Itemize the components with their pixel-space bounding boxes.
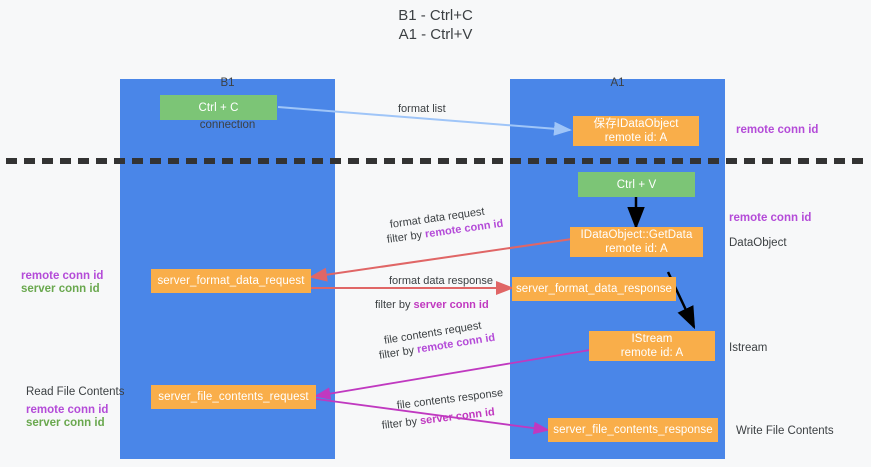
arrow-file-contents-request	[314, 349, 591, 400]
box-idataobject-store[interactable]: 保存IDataObject remote id: A	[573, 116, 699, 146]
page-title: B1 - Ctrl+C A1 - Ctrl+V	[0, 6, 871, 44]
note-left-server-conn-id-2: server conn id	[26, 417, 105, 429]
note-left-read-file-contents: Read File Contents	[26, 386, 125, 398]
arrow-file-contents-response	[315, 398, 550, 435]
label-format-list: format list	[398, 103, 446, 115]
label-filter-prefix: filter by	[386, 228, 426, 246]
page-title-line-1: B1 - Ctrl+C	[398, 7, 473, 24]
note-right-write-file-contents: Write File Contents	[736, 425, 834, 437]
page-title-line-2: A1 - Ctrl+V	[398, 26, 473, 43]
label-filter-key-server-conn-id: server conn id	[413, 299, 489, 311]
label-filter-prefix-2: filter by	[375, 299, 414, 311]
label-format-data-response-filter: filter by server conn id	[375, 298, 489, 313]
box-ctrl-c[interactable]: Ctrl + C	[160, 95, 277, 120]
box-server-format-data-request[interactable]: server_format_data_request	[151, 269, 311, 293]
lane-header-b1-name: B1	[220, 77, 235, 89]
label-format-data-response: format data response	[389, 275, 493, 287]
note-left-remote-conn-id-1: remote conn id	[21, 270, 104, 282]
box-istream[interactable]: IStream remote id: A	[589, 331, 715, 361]
box-server-file-contents-request[interactable]: server_file_contents_request	[151, 385, 316, 409]
box-ctrl-v[interactable]: Ctrl + V	[578, 172, 695, 197]
note-left-server-conn-id-1: server conn id	[21, 283, 100, 295]
label-filter-prefix-4: filter by	[381, 415, 421, 432]
note-right-dataobject: DataObject	[729, 237, 787, 249]
arrow-format-list	[277, 106, 572, 136]
note-right-remote-conn-id-top: remote conn id	[736, 124, 819, 136]
note-right-istream: Istream	[729, 342, 768, 354]
lane-header-a1-name: A1	[610, 77, 625, 89]
lane-header-b1: B1 connection	[120, 48, 335, 160]
note-left-remote-conn-id-2: remote conn id	[26, 404, 109, 416]
box-server-format-data-response[interactable]: server_format_data_response	[512, 277, 676, 301]
box-idataobject-getdata[interactable]: IDataObject::GetData remote id: A	[570, 227, 703, 257]
lane-header-b1-sub: connection	[199, 119, 256, 131]
note-right-remote-conn-id-mid: remote conn id	[729, 212, 812, 224]
arrow-format-data-request	[309, 238, 573, 282]
box-server-file-contents-response[interactable]: server_file_contents_response	[548, 418, 718, 442]
